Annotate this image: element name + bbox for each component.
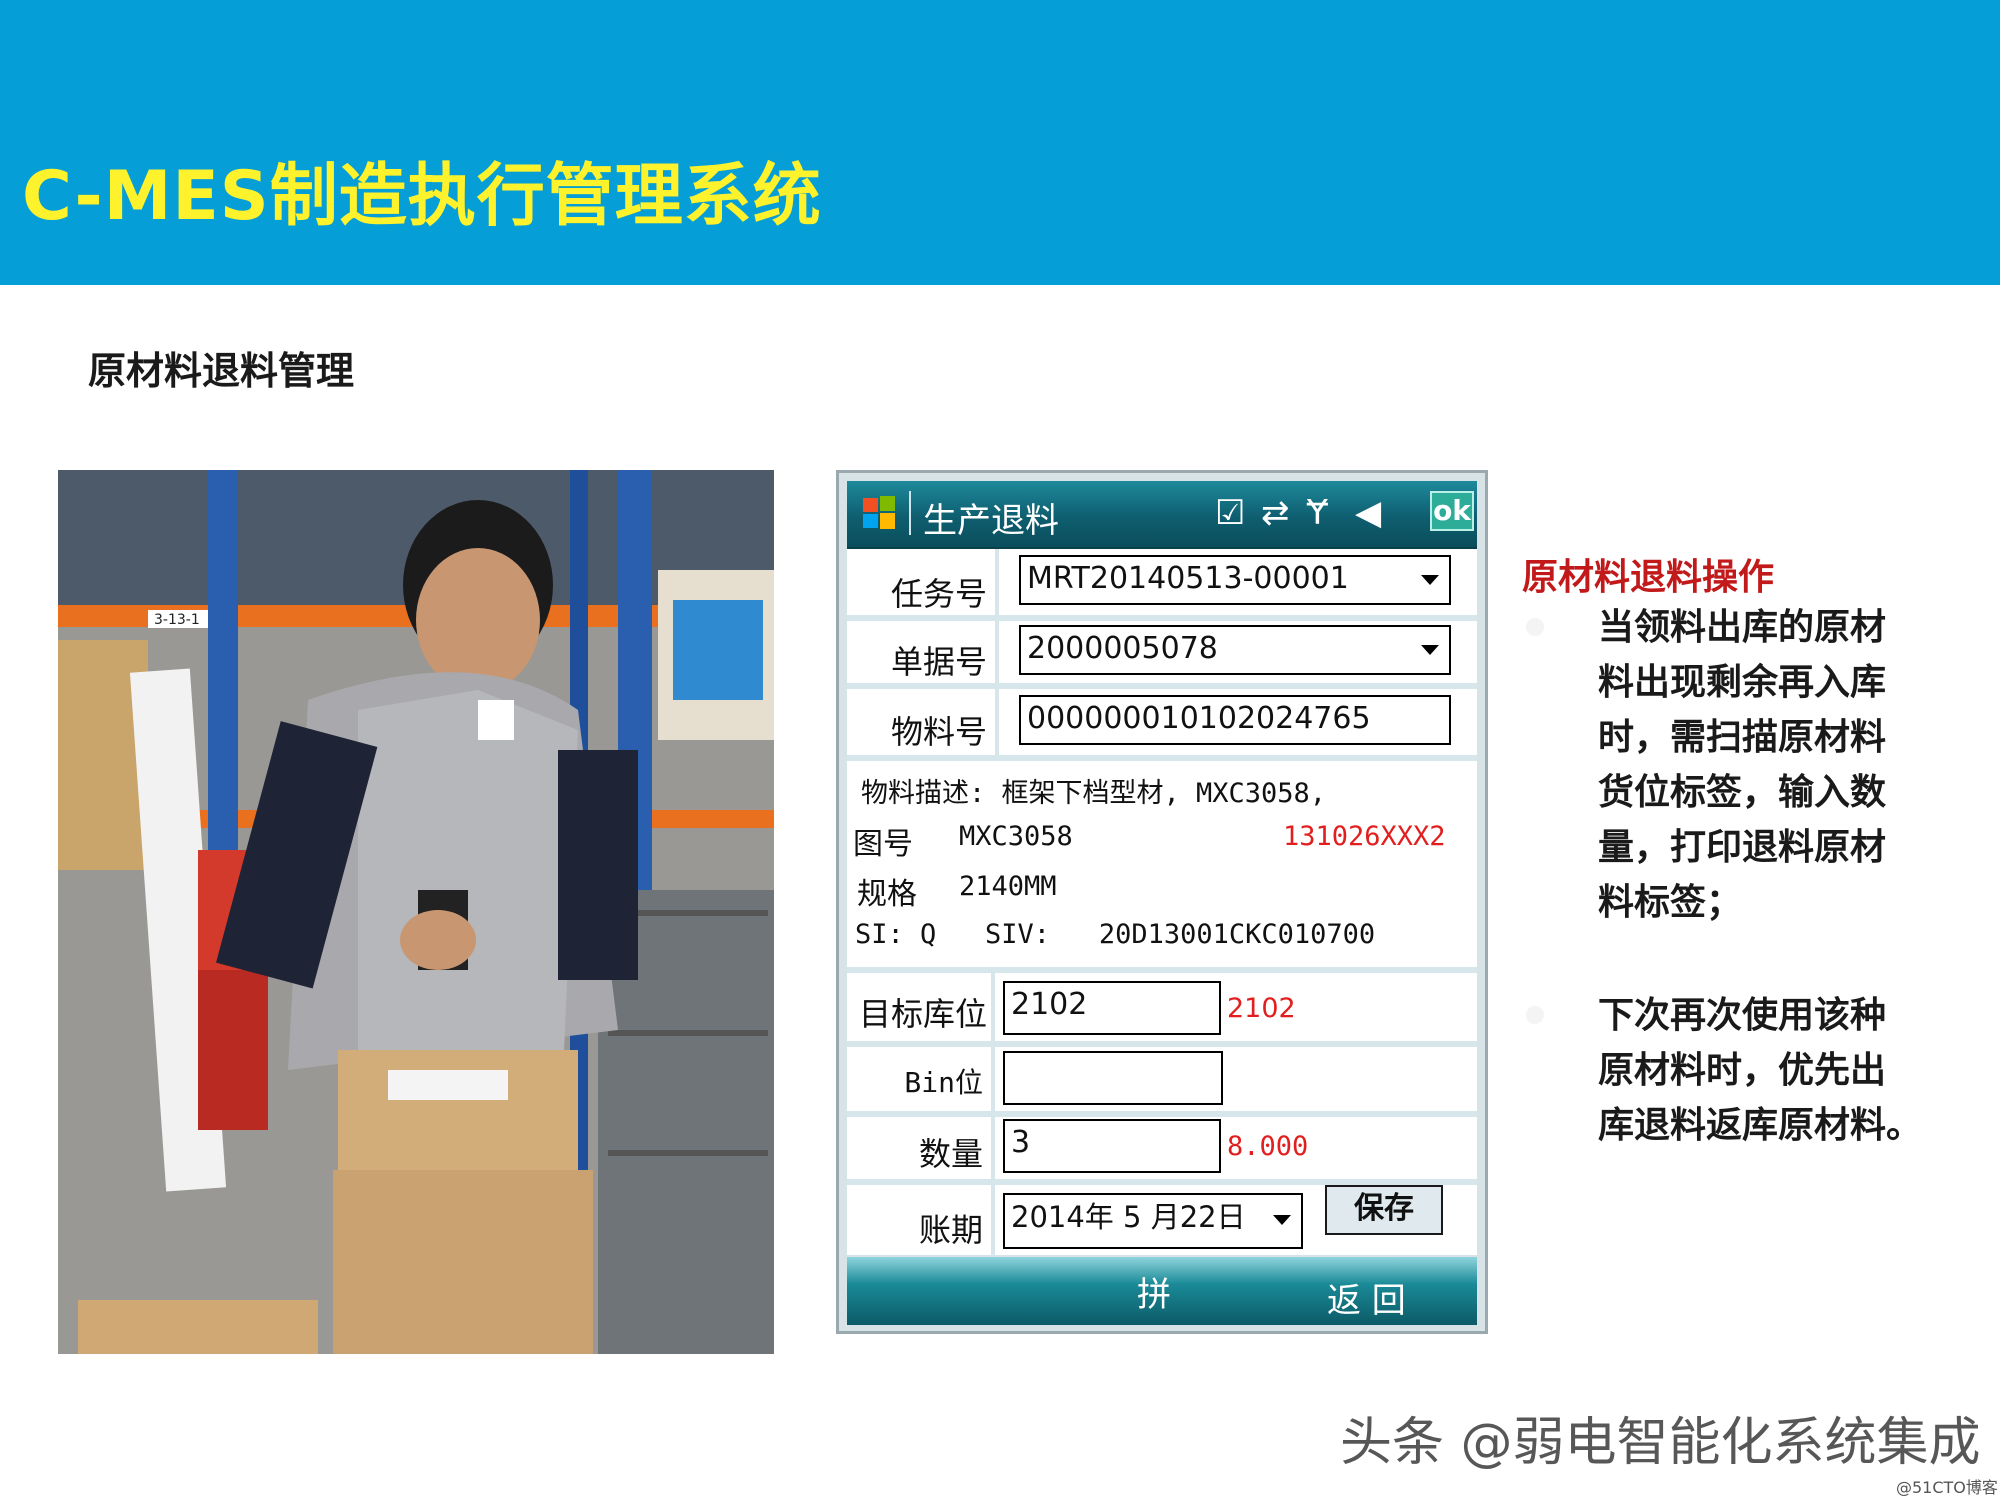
paragraph-line: 货位标签，输入数	[1598, 772, 1887, 813]
divider	[991, 973, 995, 1273]
si-siv-line: SI: Q SIV: 20D13001CKC010700	[855, 919, 1376, 950]
drawing-value: MXC3058	[959, 821, 1073, 852]
ok-button[interactable]: ok	[1430, 491, 1474, 531]
paragraph-line: 时，需扫描原材料	[1598, 717, 1887, 758]
row-separator	[847, 683, 1477, 689]
row-separator	[847, 755, 1477, 761]
row-separator	[847, 1041, 1477, 1047]
period-date-picker[interactable]: 2014年 5 月22日	[1003, 1193, 1303, 1249]
row-separator	[847, 1179, 1477, 1185]
material-label: 物料号	[890, 713, 987, 751]
title-divider	[909, 491, 911, 535]
corner-watermark: @51CTO博客	[1896, 1478, 1998, 1497]
divider	[995, 689, 999, 755]
quantity-label: 数量	[918, 1135, 983, 1173]
material-number-input[interactable]: 000000010102024765	[1019, 695, 1451, 745]
softkey-left[interactable]: 拼	[1137, 1275, 1171, 1315]
operation-paragraph-2: 下次再次使用该种 原材料时，优先出 库退料返库原材料。	[1598, 988, 1922, 1153]
operation-paragraph-1: 当领料出库的原材 料出现剩余再入库 时，需扫描原材料 货位标签，输入数 量，打印…	[1598, 600, 1886, 930]
app-title-bar: 生产退料 ☑ ⇄ Ɏ ◀ ok	[847, 481, 1477, 549]
spec-label: 规格	[857, 877, 917, 912]
operation-title: 原材料退料操作	[1522, 557, 1775, 598]
task-number-value: MRT20140513-00001	[1027, 561, 1349, 596]
target-location-hint: 2102	[1227, 993, 1296, 1024]
chevron-down-icon	[1273, 1215, 1291, 1225]
paragraph-line: 下次再次使用该种	[1598, 995, 1887, 1036]
warehouse-photo: 3-13-1	[58, 470, 774, 1354]
header-banner: C-MES制造执行管理系统	[0, 0, 2000, 285]
watermark: 头条 @弱电智能化系统集成	[1340, 1413, 1981, 1473]
quantity-input[interactable]: 3	[1003, 1119, 1221, 1173]
drawing-label: 图号	[853, 827, 913, 862]
chevron-down-icon	[1421, 575, 1439, 585]
target-location-input[interactable]: 2102	[1003, 981, 1221, 1035]
bullet-dot	[1526, 1006, 1544, 1024]
save-button[interactable]: 保存	[1325, 1185, 1443, 1235]
period-label: 账期	[918, 1211, 983, 1249]
rack-label: 3-13-1	[154, 612, 200, 628]
return-form: 任务号 MRT20140513-00001 单据号 2000005078 物料号…	[847, 549, 1477, 1273]
divider	[995, 621, 999, 683]
doc-label: 单据号	[890, 643, 987, 681]
bullet-dot	[1526, 618, 1544, 636]
sync-arrows-icon[interactable]: ⇄	[1261, 493, 1290, 533]
chevron-down-icon	[1421, 645, 1439, 655]
checkbox-icon[interactable]: ☑	[1215, 493, 1246, 533]
row-separator	[847, 615, 1477, 621]
handheld-screen: 生产退料 ☑ ⇄ Ɏ ◀ ok 任务号 MRT20140513-00001 单据…	[836, 470, 1488, 1334]
app-title: 生产退料	[923, 501, 1059, 541]
document-number-select[interactable]: 2000005078	[1019, 625, 1451, 675]
material-description: 物料描述: 框架下档型材, MXC3058,	[861, 778, 1327, 809]
row-separator	[847, 1111, 1477, 1117]
section-title: 原材料退料管理	[88, 349, 355, 393]
paragraph-line: 料标签；	[1598, 882, 1743, 923]
period-date-value: 2014年 5 月22日	[1011, 1200, 1246, 1234]
page-title: C-MES制造执行管理系统	[22, 157, 822, 236]
paragraph-line: 库退料返库原材料。	[1598, 1105, 1923, 1146]
target-location-label: 目标库位	[858, 995, 987, 1033]
row-separator	[847, 967, 1477, 973]
divider	[991, 1185, 995, 1255]
drawing-code: 131026XXX2	[1283, 821, 1446, 852]
back-button[interactable]: 返 回	[1327, 1281, 1406, 1321]
bin-label: Bin位	[904, 1066, 983, 1099]
spec-value: 2140MM	[959, 871, 1057, 902]
quantity-hint: 8.000	[1227, 1131, 1309, 1162]
paragraph-line: 料出现剩余再入库	[1598, 662, 1887, 703]
divider	[995, 549, 999, 615]
windows-start-icon[interactable]	[859, 493, 899, 533]
document-number-value: 2000005078	[1027, 631, 1218, 666]
bin-input[interactable]	[1003, 1051, 1223, 1105]
paragraph-line: 当领料出库的原材	[1598, 607, 1887, 648]
speaker-mute-icon[interactable]: ◀	[1355, 493, 1382, 533]
paragraph-line: 量，打印退料原材	[1598, 827, 1887, 868]
paragraph-line: 原材料时，优先出	[1598, 1050, 1887, 1091]
no-signal-icon[interactable]: Ɏ	[1307, 493, 1328, 533]
task-label: 任务号	[890, 575, 987, 613]
task-number-select[interactable]: MRT20140513-00001	[1019, 555, 1451, 605]
bottom-softkey-bar: 拼 返 回	[847, 1257, 1477, 1325]
